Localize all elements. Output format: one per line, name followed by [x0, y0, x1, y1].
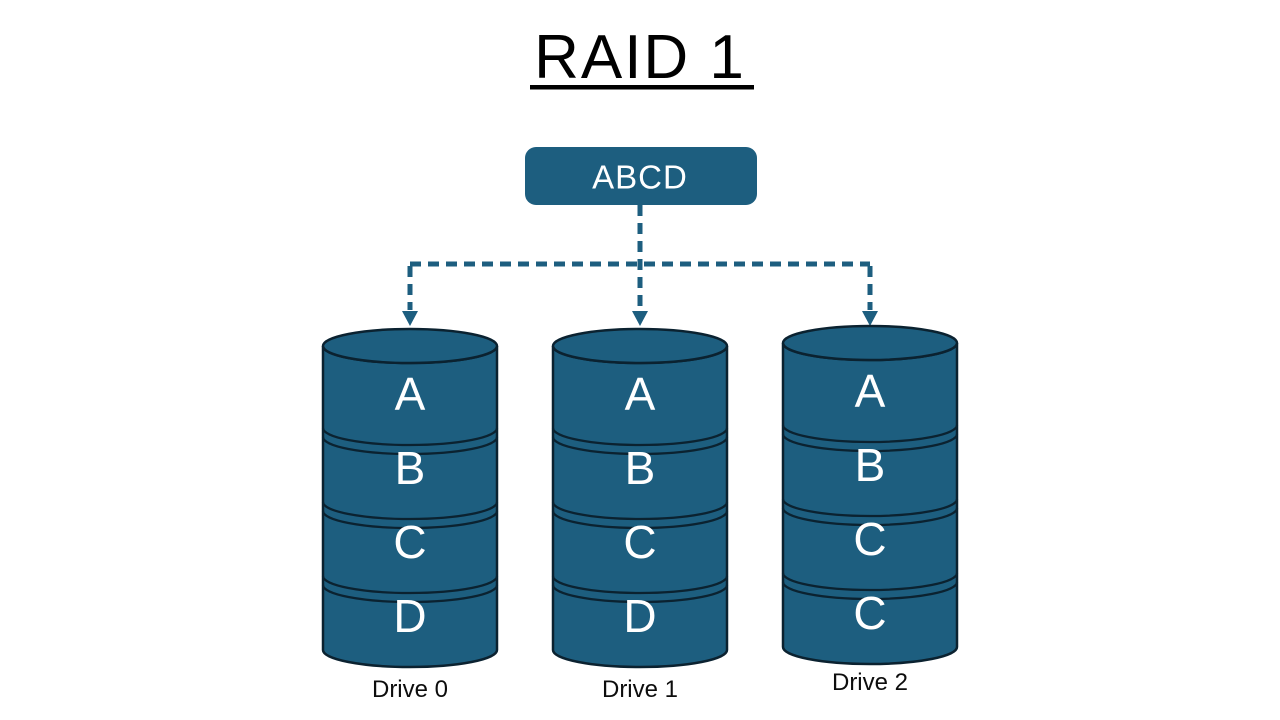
source-block: ABCD — [525, 147, 757, 205]
cylinder-divider — [781, 581, 959, 601]
cylinder-divider — [321, 510, 499, 530]
cylinder-divider — [321, 427, 499, 447]
block-label: D — [393, 590, 426, 642]
cylinder-divider — [551, 575, 729, 595]
cylinder-divider — [321, 584, 499, 604]
block-label: A — [625, 368, 656, 420]
drive-label: Drive 2 — [832, 669, 908, 696]
block-label: B — [855, 439, 886, 491]
source-block-shape — [525, 147, 757, 205]
block-label: C — [853, 587, 886, 639]
cylinder-divider — [321, 575, 499, 595]
title-underline — [530, 85, 754, 90]
source-block-label: ABCD — [592, 159, 688, 196]
cylinder-divider — [321, 501, 499, 521]
cylinder-divider — [781, 498, 959, 518]
title-group: RAID 1 — [530, 23, 754, 92]
cylinder-divider — [781, 507, 959, 527]
block-label: C — [623, 516, 656, 568]
cylinder-divider — [781, 424, 959, 444]
drive-label: Drive 1 — [602, 676, 678, 703]
cylinder-divider — [551, 501, 729, 521]
cylinder-divider — [781, 572, 959, 592]
cylinder-divider — [551, 436, 729, 456]
arrow-down-icon — [402, 311, 418, 326]
block-label: B — [625, 442, 656, 494]
drive-1-cylinder: A B C D Drive 1 — [551, 327, 729, 703]
drive-label: Drive 0 — [372, 676, 448, 703]
cylinder-top — [781, 324, 959, 362]
block-label: C — [853, 513, 886, 565]
cylinder-divider — [551, 584, 729, 604]
cylinder-divider — [551, 427, 729, 447]
drive-0-cylinder: A B C D Drive 0 — [321, 327, 499, 703]
cylinder-top — [321, 327, 499, 365]
cylinder-divider — [551, 510, 729, 530]
cylinder-divider — [781, 433, 959, 453]
cylinder-divider — [321, 436, 499, 456]
block-label: A — [855, 365, 886, 417]
block-label: C — [393, 516, 426, 568]
block-label: B — [395, 442, 426, 494]
block-label: A — [395, 368, 426, 420]
mirror-connectors — [402, 205, 878, 326]
cylinder-top — [551, 327, 729, 365]
arrow-down-icon — [862, 311, 878, 326]
block-label: D — [623, 590, 656, 642]
arrow-down-icon — [632, 311, 648, 326]
page-title: RAID 1 — [534, 23, 746, 92]
drive-2-cylinder: A B C C Drive 2 — [781, 324, 959, 696]
